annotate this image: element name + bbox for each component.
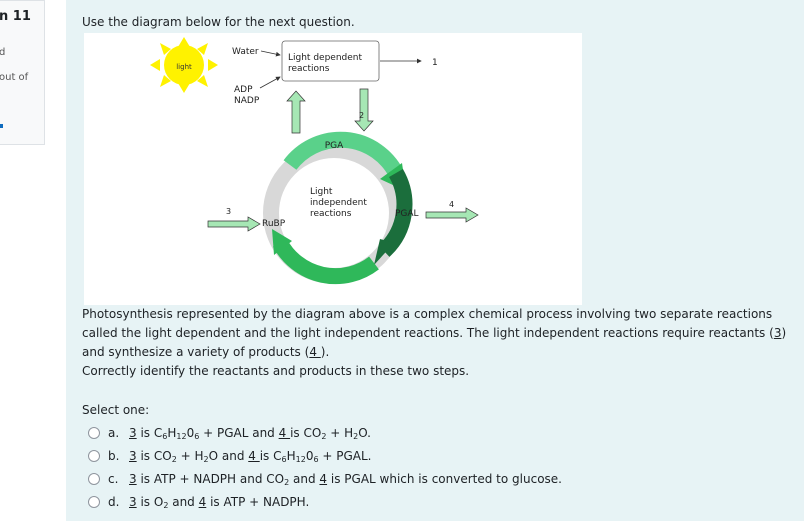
option-a-text: 3 is C6H1206 + PGAL and 4 is CO2 + H2O. bbox=[129, 425, 371, 441]
label-ldr-1: Light dependent bbox=[288, 53, 362, 63]
label-num-3: 3 bbox=[226, 207, 231, 216]
label-light: light bbox=[176, 63, 192, 71]
question-body: Photosynthesis represented by the diagra… bbox=[82, 307, 787, 359]
label-pgal: PGAL bbox=[395, 209, 419, 219]
answer-option-a[interactable]: a. 3 is C6H1206 + PGAL and 4 is CO2 + H2… bbox=[88, 421, 562, 444]
key-3: 3 bbox=[773, 326, 782, 340]
up-arrow-icon bbox=[286, 90, 306, 134]
photosynthesis-diagram: light Water ADP NADP Light dependent rea… bbox=[84, 33, 582, 305]
label-lir-1: Light bbox=[310, 187, 333, 197]
option-d-text: 3 is O2 and 4 is ATP + NADPH. bbox=[129, 494, 310, 510]
option-b-text: 3 is CO2 + H2O and 4 is C6H1206 + PGAL. bbox=[129, 448, 372, 464]
label-lir-3: reactions bbox=[310, 209, 352, 219]
question-paragraph: Photosynthesis represented by the diagra… bbox=[82, 305, 787, 381]
question-instruction: Correctly identify the reactants and pro… bbox=[82, 364, 470, 378]
label-nadp: NADP bbox=[234, 96, 260, 106]
label-num-1: 1 bbox=[432, 58, 438, 68]
question-marks: out of bbox=[0, 72, 29, 83]
flag-question-link[interactable] bbox=[0, 124, 3, 128]
label-lir-2: independent bbox=[310, 198, 367, 208]
key-4: 4 bbox=[309, 345, 321, 359]
radio-c[interactable] bbox=[88, 472, 100, 485]
sun-icon bbox=[150, 37, 218, 93]
label-pga: PGA bbox=[325, 141, 344, 151]
question-number: n 11 bbox=[0, 9, 31, 24]
label-rubp: RuBP bbox=[262, 219, 286, 229]
light-dependent-box bbox=[281, 40, 380, 82]
label-ldr-2: reactions bbox=[288, 64, 330, 74]
output-arrow-icon bbox=[425, 207, 479, 223]
answer-options: a. 3 is C6H1206 + PGAL and 4 is CO2 + H2… bbox=[88, 421, 562, 513]
input-arrow-icon bbox=[207, 216, 261, 232]
select-one-label: Select one: bbox=[82, 403, 150, 417]
answer-option-d[interactable]: d. 3 is O2 and 4 is ATP + NADPH. bbox=[88, 490, 562, 513]
radio-b[interactable] bbox=[88, 449, 100, 462]
label-num-2: 2 bbox=[359, 111, 364, 120]
question-content: Use the diagram below for the next quest… bbox=[66, 0, 804, 521]
calvin-cycle bbox=[263, 131, 413, 285]
photosynthesis-diagram-svg: light Water ADP NADP Light dependent rea… bbox=[150, 37, 479, 285]
question-state: d bbox=[0, 47, 6, 58]
label-water: Water bbox=[232, 47, 259, 57]
down-arrow-icon bbox=[354, 88, 374, 132]
option-c-text: 3 is ATP + NADPH and CO2 and 4 is PGAL w… bbox=[129, 471, 562, 487]
label-num-4: 4 bbox=[449, 200, 454, 209]
radio-d[interactable] bbox=[88, 495, 100, 508]
question-info-panel: n 11 d out of bbox=[0, 0, 45, 145]
label-adp: ADP bbox=[234, 85, 253, 95]
answer-option-c[interactable]: c. 3 is ATP + NADPH and CO2 and 4 is PGA… bbox=[88, 467, 562, 490]
answer-option-b[interactable]: b. 3 is CO2 + H2O and 4 is C6H1206 + PGA… bbox=[88, 444, 562, 467]
question-intro: Use the diagram below for the next quest… bbox=[82, 15, 355, 29]
radio-a[interactable] bbox=[88, 426, 100, 439]
